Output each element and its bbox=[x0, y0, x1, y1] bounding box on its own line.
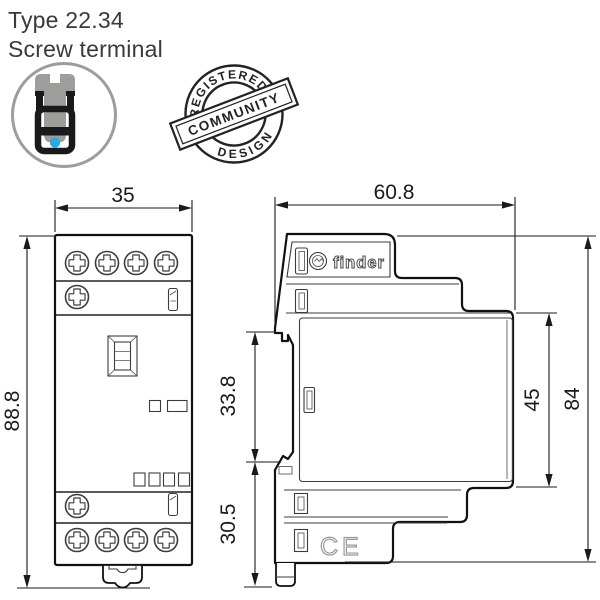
side-profile bbox=[273, 232, 515, 565]
terminal-label: Screw terminal bbox=[8, 36, 163, 62]
test-slot-top bbox=[167, 287, 179, 312]
dim-front-width: 35 bbox=[111, 184, 134, 207]
side-view: finder CE bbox=[273, 232, 515, 587]
relay-block bbox=[298, 317, 514, 483]
type-label: Type 22.34 bbox=[8, 7, 124, 33]
indicator-rect bbox=[166, 399, 188, 413]
ce-mark: CE bbox=[320, 533, 363, 561]
page-title: Type 22.34 Screw terminal bbox=[8, 6, 163, 64]
dimension-lines: 35 60.8 88.8 33.8 30.5 45 84 bbox=[1, 181, 596, 589]
dim-side-lower: 30.5 bbox=[217, 504, 240, 545]
dim-side-upper: 33.8 bbox=[217, 376, 240, 417]
dim-side-width: 60.8 bbox=[374, 181, 415, 204]
wire-dot bbox=[49, 137, 61, 148]
indicator-window bbox=[107, 335, 138, 377]
indicator-square bbox=[148, 399, 162, 413]
screw-head bbox=[35, 74, 75, 95]
marking-squares bbox=[133, 472, 191, 487]
test-slot-bottom bbox=[167, 492, 179, 517]
clamp-bar bbox=[36, 127, 74, 136]
brand-panel bbox=[286, 241, 391, 278]
screw-terminal-icon bbox=[11, 62, 117, 168]
dim-front-height: 88.8 bbox=[1, 391, 24, 432]
front-view bbox=[53, 233, 194, 589]
brand-emblem bbox=[308, 251, 328, 271]
registered-design-stamp: REGISTERED DESIGN COMMUNITY bbox=[168, 54, 300, 170]
stamp-banner bbox=[168, 76, 300, 152]
brand-logo-text: finder bbox=[333, 254, 385, 272]
mount-foot bbox=[275, 563, 296, 587]
dim-side-body: 45 bbox=[521, 388, 544, 411]
dim-side-height: 84 bbox=[561, 387, 584, 411]
